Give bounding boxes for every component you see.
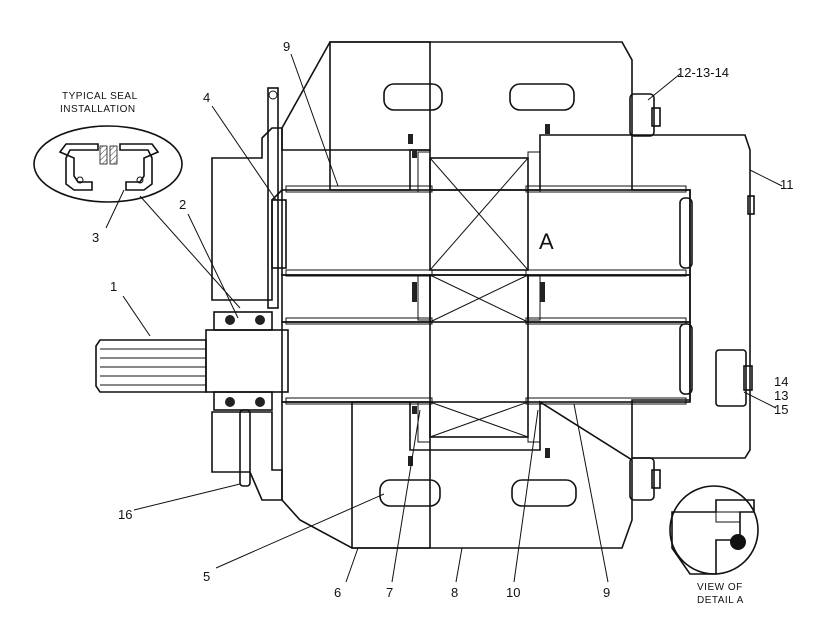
callout-7: 7 xyxy=(386,585,393,600)
callout-14: 14 xyxy=(774,374,788,389)
callout-5: 5 xyxy=(203,569,210,584)
callout-8: 8 xyxy=(451,585,458,600)
callout-3: 3 xyxy=(92,230,99,245)
dowel-pins xyxy=(379,83,577,507)
callout-16: 16 xyxy=(118,507,132,522)
lower-drive-shaft xyxy=(205,317,693,405)
callout-12-13-14: 12-13-14 xyxy=(677,65,729,80)
callout-1: 1 xyxy=(110,279,117,294)
callout-4: 4 xyxy=(203,90,210,105)
inset-title-line1: TYPICAL SEAL xyxy=(62,91,138,102)
wear-plates xyxy=(417,151,541,443)
callout-2: 2 xyxy=(179,197,186,212)
detail-view-line2: DETAIL A xyxy=(697,595,744,606)
shaft-seal xyxy=(213,311,273,411)
detail-view-line1: VIEW OF xyxy=(697,582,743,593)
callout-labels: 1 2 3 4 5 6 7 8 9 9 10 11 12-13-14 14 13… xyxy=(92,39,794,600)
lower-gear xyxy=(429,274,529,438)
upper-gear xyxy=(429,157,529,271)
section-marker-a: A xyxy=(539,229,554,254)
callout-11: 11 xyxy=(780,177,794,192)
callout-10: 10 xyxy=(506,585,520,600)
cap-screws xyxy=(629,93,755,501)
callout-9-top: 9 xyxy=(283,39,290,54)
leader-lines xyxy=(105,53,783,583)
inset-title-line2: INSTALLATION xyxy=(60,104,136,115)
splined-shaft-end xyxy=(95,339,207,393)
typical-seal-inset xyxy=(33,125,241,309)
housing-body xyxy=(211,41,751,549)
upper-gear-shaft xyxy=(271,185,693,277)
o-ring-seals xyxy=(408,124,550,466)
callout-15: 15 xyxy=(774,402,788,417)
callout-6: 6 xyxy=(334,585,341,600)
callout-9-bottom: 9 xyxy=(603,585,610,600)
detail-a-view xyxy=(669,485,759,575)
retaining-rod xyxy=(239,87,279,487)
callout-13: 13 xyxy=(774,388,788,403)
